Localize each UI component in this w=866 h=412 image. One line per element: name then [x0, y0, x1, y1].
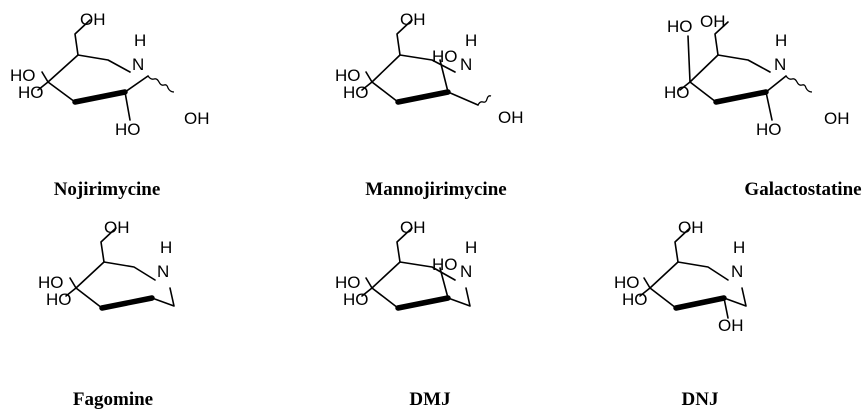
atom-label: H: [465, 238, 477, 257]
atom-label: HO: [18, 83, 44, 102]
atom-label: N: [460, 262, 472, 281]
atom-label: HO: [335, 273, 361, 292]
structure-mannojirimycine: OH H HO N HO HO OH Mannojirimycine: [335, 10, 524, 200]
atom-label: OH: [400, 218, 426, 237]
compound-name: Mannojirimycine: [365, 179, 506, 200]
atom-label: HO: [614, 273, 640, 292]
structure-galactostatine: HO OH H N HO HO OH Galactostatine: [664, 12, 862, 200]
atom-label: HO: [667, 17, 693, 36]
atom-label: N: [132, 55, 144, 74]
atom-label: HO: [756, 120, 782, 139]
atom-label: H: [465, 31, 477, 50]
compound-name: DMJ: [409, 389, 450, 410]
atom-label: OH: [400, 10, 426, 29]
atom-label: H: [134, 31, 146, 50]
structure-nojirimycine: OH H N HO HO HO OH Nojirimycine: [10, 10, 210, 200]
atom-label: H: [160, 238, 172, 257]
atom-label: OH: [678, 218, 704, 237]
atom-label: HO: [46, 290, 72, 309]
compound-name: Galactostatine: [744, 179, 861, 200]
atom-label: HO: [622, 290, 648, 309]
atom-label: HO: [432, 255, 458, 274]
atom-label: N: [157, 262, 169, 281]
atom-label: N: [460, 55, 472, 74]
compound-name: DNJ: [682, 389, 719, 410]
atom-label: N: [774, 55, 786, 74]
atom-label: HO: [10, 66, 36, 85]
atom-label: HO: [664, 83, 690, 102]
atom-label: OH: [104, 218, 130, 237]
structure-dnj: OH H N HO HO OH DNJ: [614, 218, 747, 410]
atom-label: H: [733, 238, 745, 257]
atom-label: OH: [718, 316, 744, 335]
compound-name: Fagomine: [73, 389, 153, 410]
structure-dmj: OH H HO N HO HO DMJ: [335, 218, 477, 410]
compound-name: Nojirimycine: [54, 179, 161, 200]
atom-label: HO: [432, 47, 458, 66]
atom-label: HO: [38, 273, 64, 292]
structure-fagomine: OH H N HO HO Fagomine: [38, 218, 175, 410]
atom-label: OH: [184, 109, 210, 128]
atom-label: HO: [343, 83, 369, 102]
atom-label: OH: [824, 109, 850, 128]
atom-label: HO: [335, 66, 361, 85]
atom-label: H: [775, 31, 787, 50]
atom-label: HO: [115, 120, 141, 139]
atom-label: OH: [498, 108, 524, 127]
atom-label: N: [731, 262, 743, 281]
atom-label: OH: [80, 10, 106, 29]
atom-label: OH: [700, 12, 726, 31]
atom-label: HO: [343, 290, 369, 309]
